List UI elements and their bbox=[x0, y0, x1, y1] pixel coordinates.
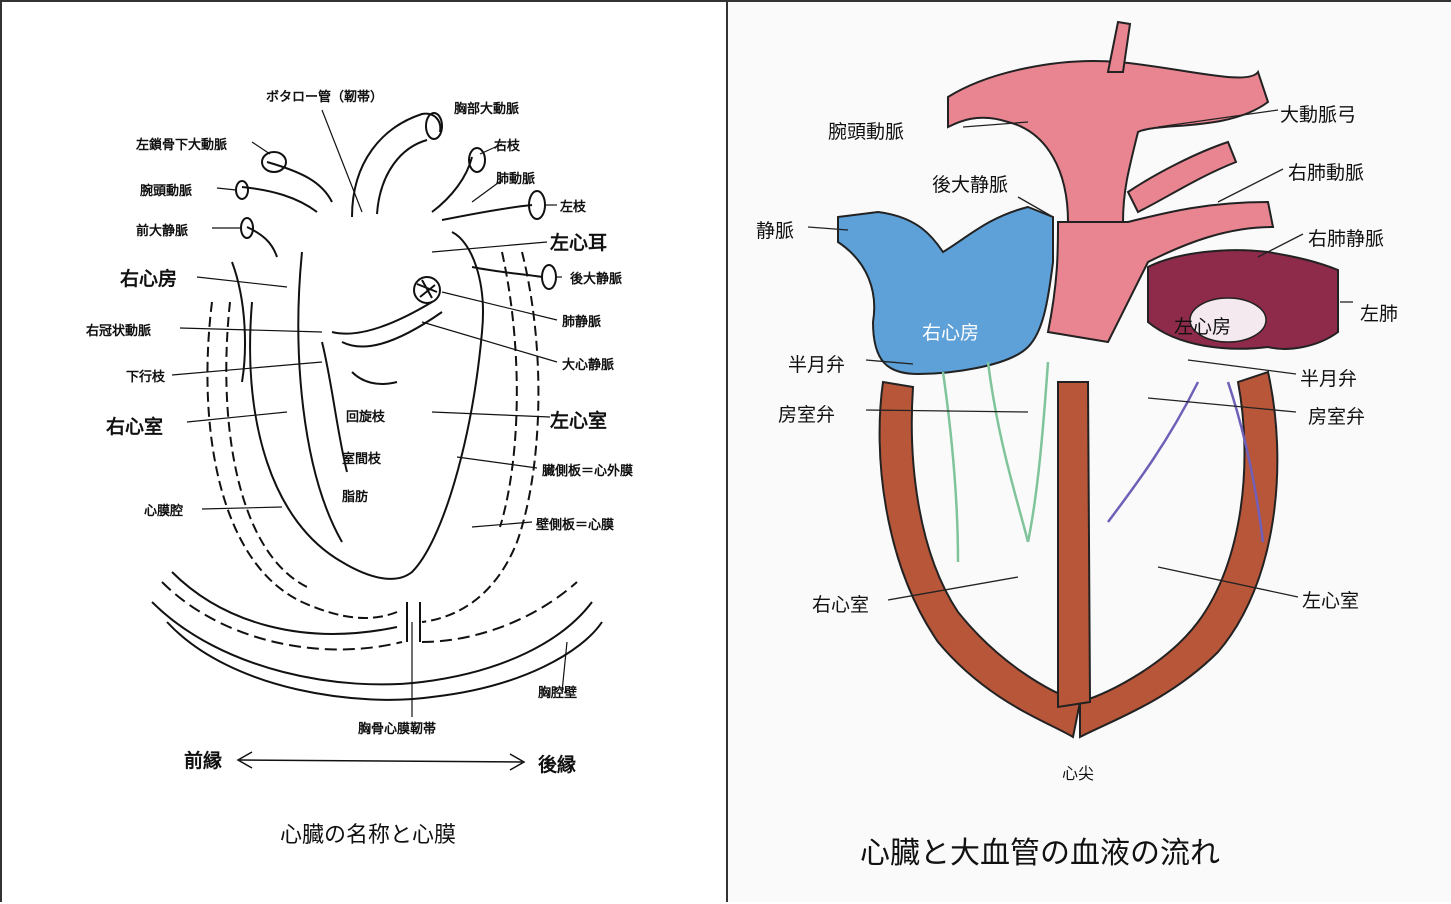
label-ant-vena-cava: 前大静脈 bbox=[136, 220, 188, 239]
label-apex: 心尖 bbox=[1062, 760, 1094, 784]
label-right-pulm-artery: 右肺動脈 bbox=[1288, 158, 1364, 185]
label-right-pulm-vein: 右肺静脈 bbox=[1308, 224, 1384, 251]
label-thoracic-wall: 胸腔壁 bbox=[538, 682, 577, 701]
label-right-atrium-right: 右心房 bbox=[922, 318, 979, 345]
label-right-branch: 右枝 bbox=[494, 135, 520, 154]
label-semilunar-valve-left: 半月弁 bbox=[788, 350, 845, 377]
label-left-lung: 左肺 bbox=[1360, 299, 1398, 326]
label-left-subclavian: 左鎖骨下大動脈 bbox=[136, 134, 227, 153]
label-pulm-vein: 肺静脈 bbox=[562, 311, 601, 330]
label-anterior: 前縁 bbox=[184, 746, 222, 773]
label-left-atrium: 左心房 bbox=[1174, 312, 1231, 339]
label-descending-branch: 下行枝 bbox=[126, 366, 165, 385]
label-right-coronary: 右冠状動脈 bbox=[86, 320, 151, 339]
label-thoracic-aorta: 胸部大動脈 bbox=[454, 98, 519, 117]
label-botallo: ボタロー管（靭帯） bbox=[266, 86, 383, 105]
label-posterior: 後縁 bbox=[538, 750, 576, 777]
label-av-valve-right: 房室弁 bbox=[1308, 402, 1365, 429]
label-vein: 静脈 bbox=[756, 216, 794, 243]
right-diagram-panel: 腕頭動脈 大動脈弓 後大静脈 右肺動脈 静脈 右肺静脈 左肺 右心房 左心房 半… bbox=[726, 0, 1451, 902]
label-visceral: 臓側板＝心外膜 bbox=[542, 460, 633, 479]
label-av-valve-left: 房室弁 bbox=[778, 400, 835, 427]
label-post-vena-cava-right: 後大静脈 bbox=[932, 170, 1008, 197]
label-semilunar-valve-right: 半月弁 bbox=[1300, 364, 1357, 391]
label-right-ventricle-right: 右心室 bbox=[812, 590, 869, 617]
label-left-branch: 左枝 bbox=[560, 196, 586, 215]
label-pericardial-cavity: 心膜腔 bbox=[144, 500, 183, 519]
label-great-cardiac-vein: 大心静脈 bbox=[562, 354, 614, 373]
label-parietal: 壁側板＝心膜 bbox=[536, 514, 614, 533]
label-sternopericardial: 胸骨心膜靭帯 bbox=[358, 718, 436, 737]
label-aortic-arch: 大動脈弓 bbox=[1280, 100, 1356, 127]
label-circumflex: 回旋枝 bbox=[346, 406, 385, 425]
label-post-vena-cava: 後大静脈 bbox=[570, 268, 622, 287]
label-left-auricle: 左心耳 bbox=[550, 228, 607, 255]
label-right-atrium: 右心房 bbox=[120, 264, 177, 291]
left-caption: 心臓の名称と心膜 bbox=[280, 817, 456, 849]
right-caption: 心臓と大血管の血液の流れ bbox=[860, 828, 1220, 872]
label-right-ventricle: 右心室 bbox=[106, 412, 163, 439]
label-pulmonary-artery: 肺動脈 bbox=[496, 168, 535, 187]
label-left-ventricle: 左心室 bbox=[550, 406, 607, 433]
label-interventricular: 室間枝 bbox=[342, 448, 381, 467]
label-brachiocephalic: 腕頭動脈 bbox=[140, 180, 192, 199]
label-left-ventricle-right: 左心室 bbox=[1302, 586, 1359, 613]
label-fat: 脂肪 bbox=[342, 486, 368, 505]
left-diagram-panel: ボタロー管（靭帯） 胸部大動脈 左鎖骨下大動脈 右枝 腕頭動脈 肺動脈 左枝 前… bbox=[0, 0, 726, 902]
label-brachiocephalic-right: 腕頭動脈 bbox=[828, 117, 904, 144]
